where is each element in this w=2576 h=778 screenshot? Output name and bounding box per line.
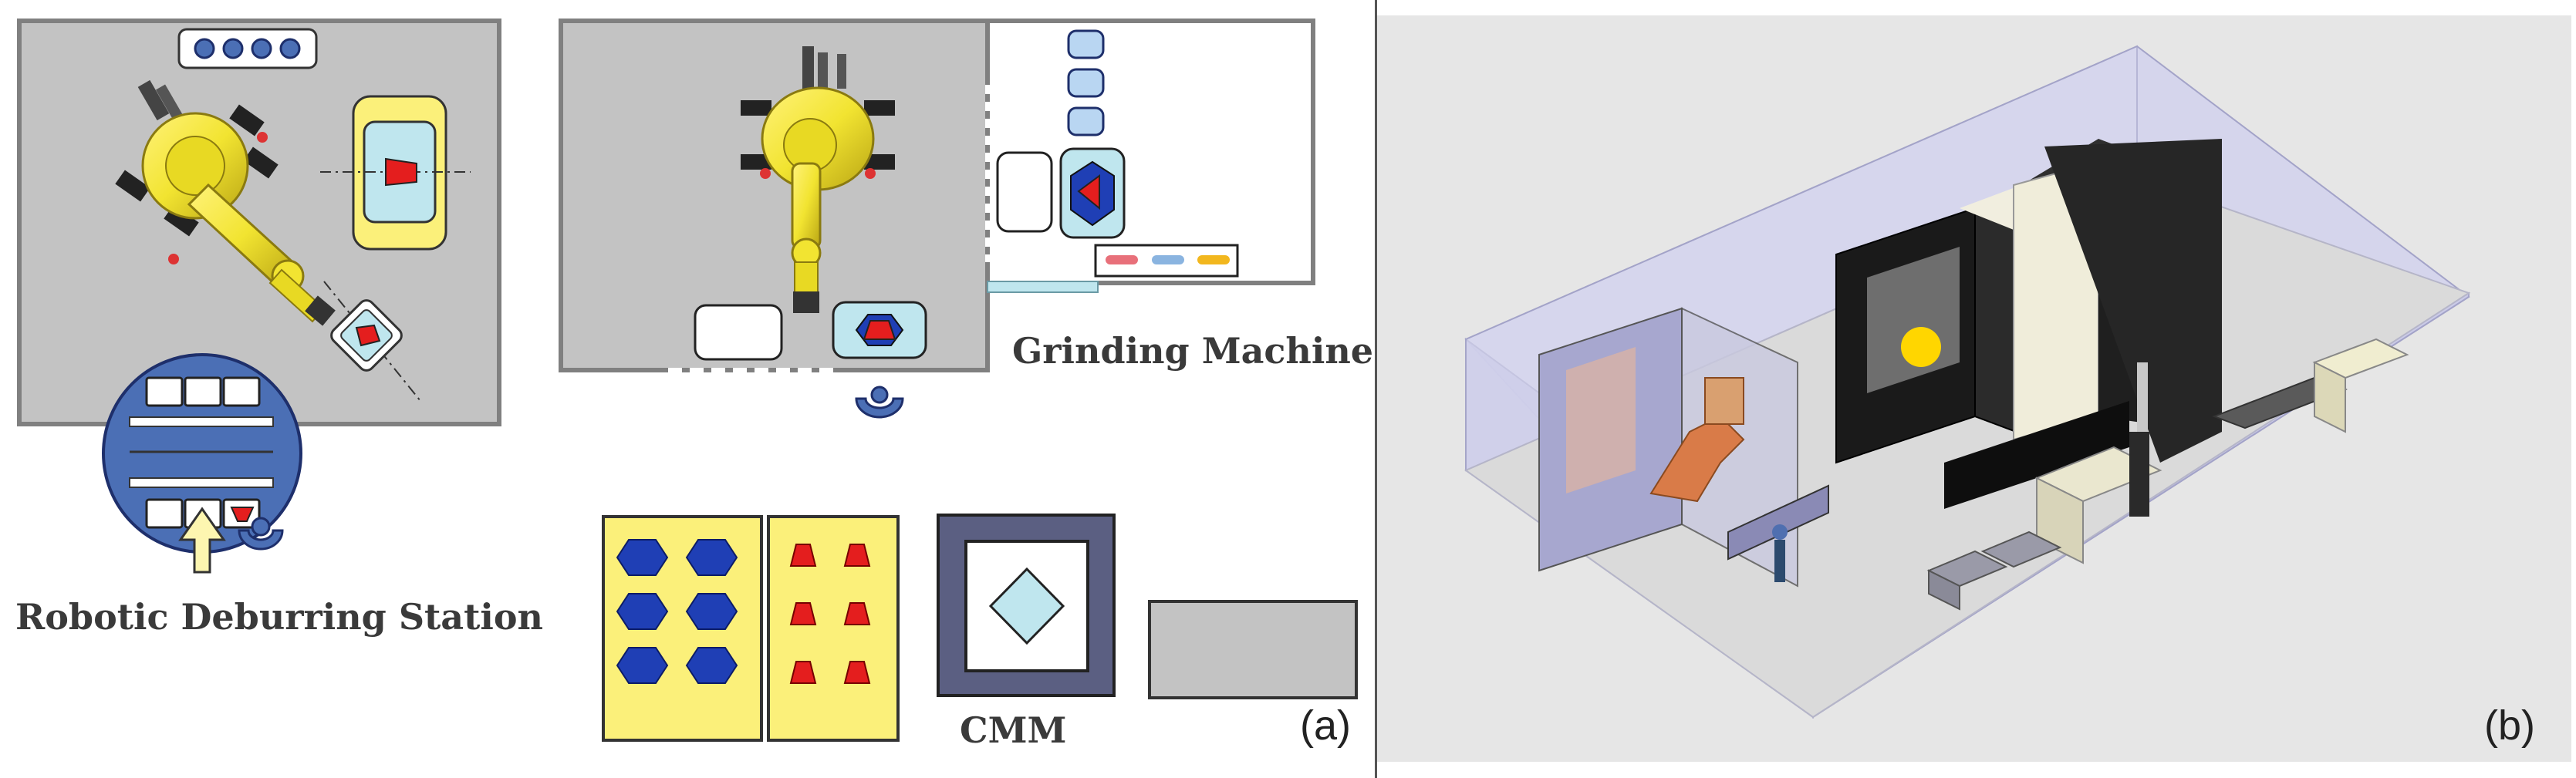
grinding-station-box: [694, 304, 783, 361]
part-tray-top: [177, 28, 318, 69]
part-cylinders: [1067, 29, 1105, 136]
cmm-machine: [937, 514, 1116, 697]
grinding-machine-3d: [1835, 139, 2222, 509]
operator-icon-2: [855, 386, 904, 419]
blue-parts-tray: [602, 515, 763, 742]
deburring-robot: [115, 79, 336, 326]
operator-icon: [238, 517, 284, 551]
operator-figure: [1772, 524, 1788, 582]
grinding-robot: [741, 46, 895, 313]
label-deburring-station: Robotic Deburring Station: [15, 596, 543, 638]
grinding-fixture-side: [1059, 147, 1126, 239]
grinding-box-white: [996, 151, 1053, 233]
tool-rack: [1094, 244, 1239, 278]
storage-box: [1148, 600, 1358, 699]
grinding-cell: [559, 19, 1315, 372]
fixture-diagonal: [323, 281, 421, 402]
factory-3d-view: [1377, 15, 2571, 762]
panel-divider: [1375, 0, 1377, 778]
grinding-fixture-bottom: [832, 301, 927, 359]
fixture-right: [320, 95, 471, 251]
arrow-up-icon: [178, 507, 226, 574]
bins-3d: [1926, 530, 2062, 611]
panel-a-tag: (a): [1300, 702, 1351, 749]
deburring-cell-3d: [1538, 307, 1829, 588]
red-parts-tray: [767, 515, 900, 742]
panel-b-tag: (b): [2484, 702, 2535, 749]
label-cmm: CMM: [960, 709, 1067, 751]
tables-3d: [2034, 338, 2409, 564]
layout-diagram: [17, 19, 1358, 742]
label-grinding-machine: Grinding Machine: [1012, 330, 1374, 372]
